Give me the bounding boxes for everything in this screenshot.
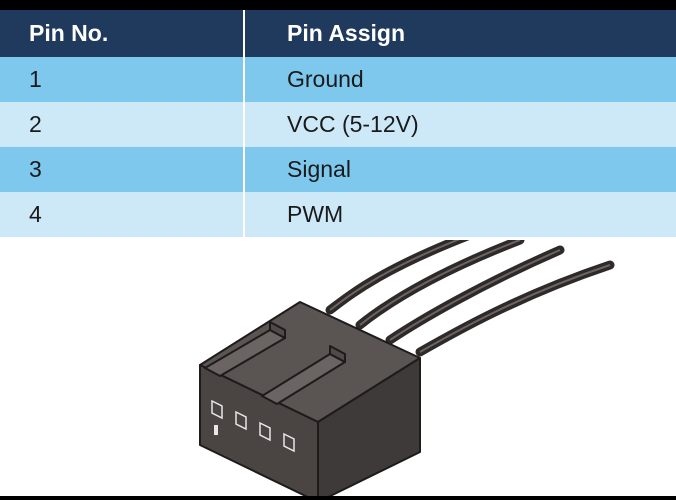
pin-assign: PWM	[244, 192, 676, 237]
pin-assign: VCC (5-12V)	[244, 102, 676, 147]
header-pin-no: Pin No.	[0, 10, 245, 57]
pin-number: 4	[0, 192, 245, 237]
table-row: 1 Ground	[0, 57, 676, 102]
header-pin-assign: Pin Assign	[244, 10, 676, 57]
fan-connector-icon	[199, 240, 615, 496]
table-header-row: Pin No. Pin Assign	[0, 10, 676, 57]
table-row: 3 Signal	[0, 147, 676, 192]
pin-number: 1	[0, 57, 245, 102]
pin-number: 2	[0, 102, 245, 147]
pin-table-figure: Pin No. Pin Assign 1 Ground 2 VCC (5-12V…	[0, 10, 676, 496]
pin-assign: Signal	[244, 147, 676, 192]
pin-number: 3	[0, 147, 245, 192]
pin-assignment-table: Pin No. Pin Assign 1 Ground 2 VCC (5-12V…	[0, 10, 676, 237]
table-row: 4 PWM	[0, 192, 676, 237]
pin-assign: Ground	[244, 57, 676, 102]
table-row: 2 VCC (5-12V)	[0, 102, 676, 147]
